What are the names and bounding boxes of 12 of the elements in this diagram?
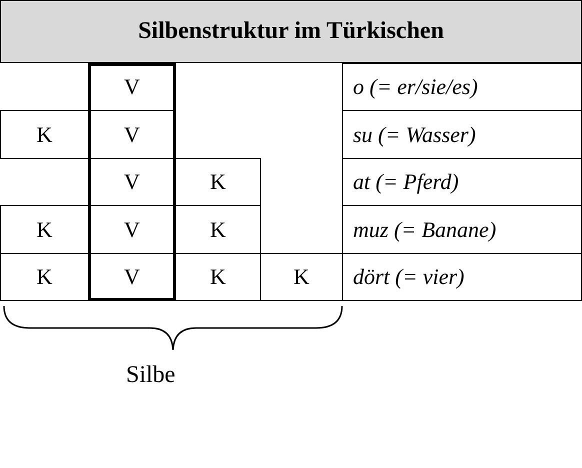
table-cell: o (= er/sie/es) [342, 63, 582, 111]
table-cell: su (= Wasser) [342, 110, 582, 159]
table-cell: K [0, 253, 89, 301]
brace-label: Silbe [126, 362, 176, 389]
table-title: Silbenstruktur im Türkischen [0, 0, 582, 63]
table-cell: K [0, 205, 89, 254]
table-cell: K [175, 158, 261, 206]
table-cell: muz (= Banane) [342, 205, 582, 254]
table-cell: dört (= vier) [342, 253, 582, 301]
table-cell: at (= Pferd) [342, 158, 582, 206]
table-cell: K [0, 110, 89, 159]
table-cell: K [260, 253, 343, 301]
